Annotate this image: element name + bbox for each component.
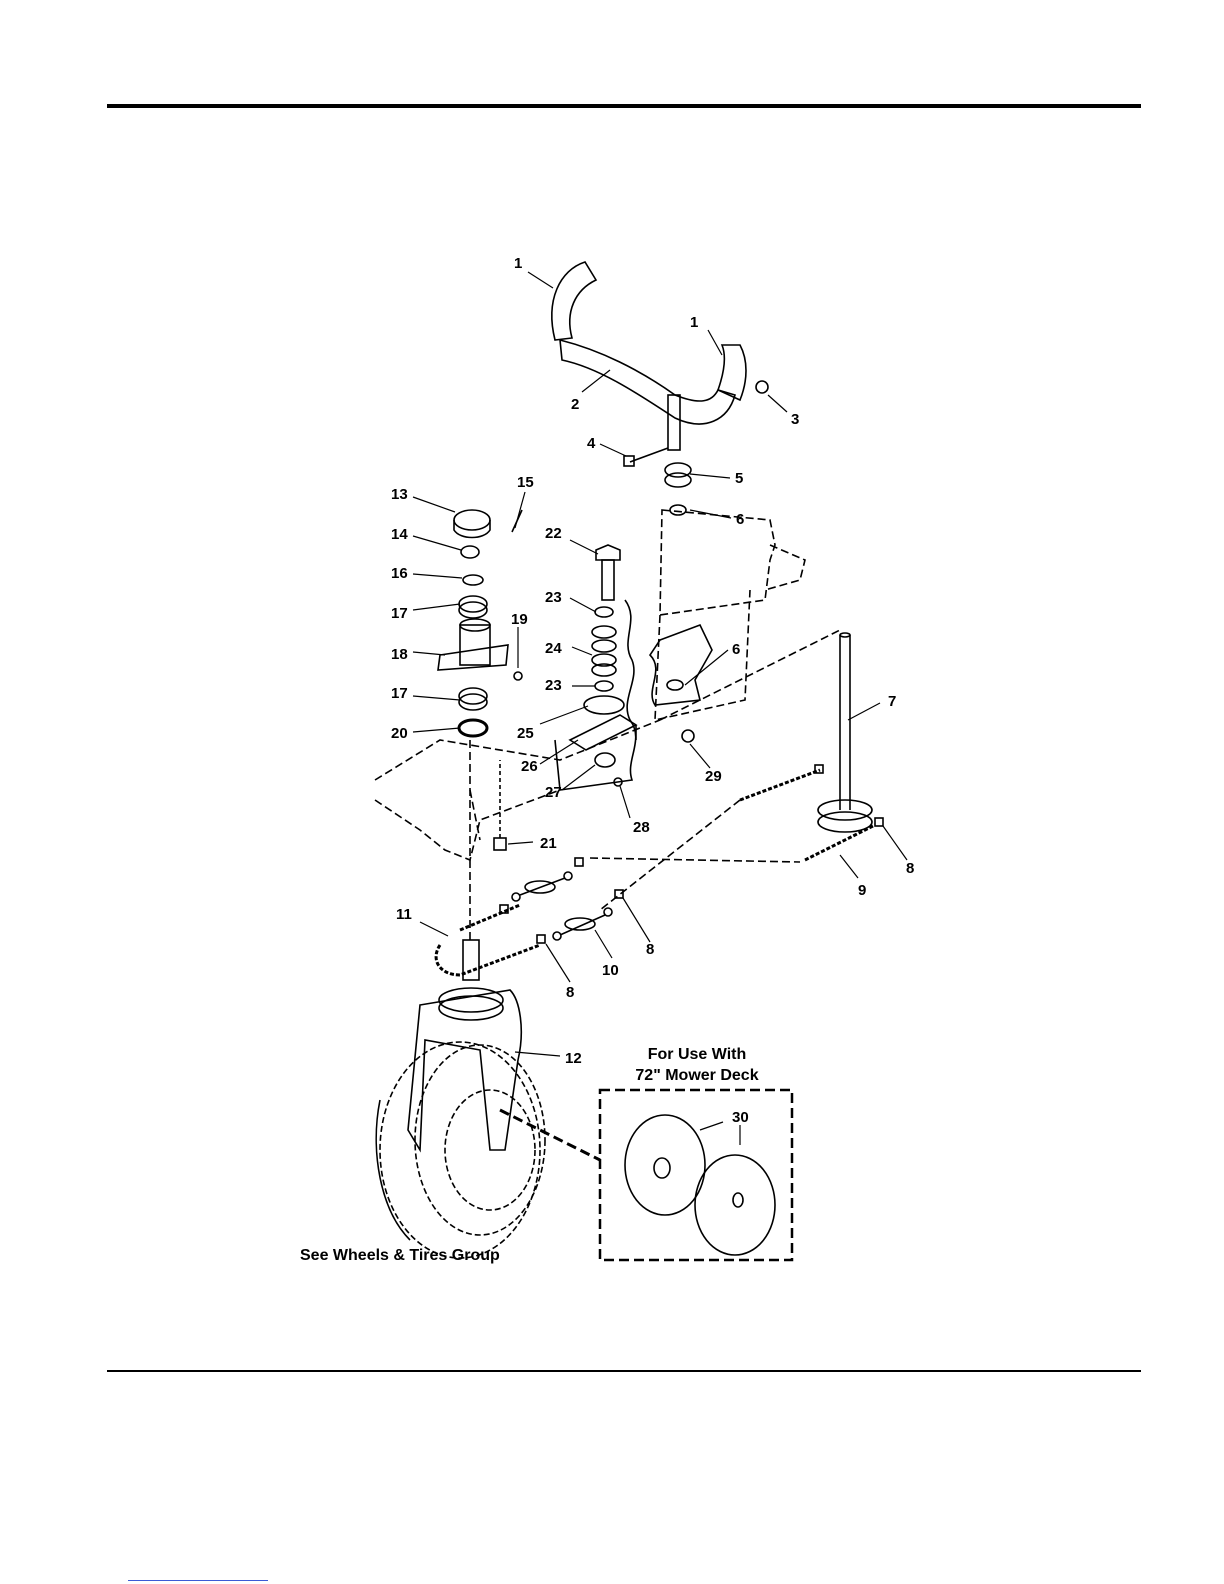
bushing-6 [667,505,686,690]
label-1b: 1 [690,314,698,331]
washer-23b [595,681,613,691]
spring-24 [592,626,616,676]
link-8c [875,818,883,826]
label-14: 14 [391,526,408,543]
nut-3 [756,381,768,393]
label-7: 7 [888,693,896,710]
label-15: 15 [517,474,534,491]
option-note-line2: 72" Mower Deck [635,1067,758,1084]
chain-guide-dashed [590,800,800,910]
caster-fork-12 [408,990,521,1150]
option-box [600,1090,792,1260]
leader-lines [413,272,907,1145]
dust-cap-13 [454,510,490,538]
label-21: 21 [540,835,557,852]
bushing-5 [665,463,691,487]
label-8c: 8 [906,860,914,877]
label-2: 2 [571,396,579,413]
label-3: 3 [791,411,799,428]
nut-14 [461,546,479,558]
caster-wheel [380,1042,545,1258]
grease-fitting-19 [514,672,522,680]
label-10: 10 [602,962,619,979]
label-17a: 17 [391,605,408,622]
chain-9 [740,770,875,860]
bearing-17a [459,596,487,618]
label-23b: 23 [545,677,562,694]
cutaway-outline [555,600,712,790]
link-8a [537,935,545,943]
hub-18 [438,619,508,670]
option-note-line1: For Use With [648,1046,747,1063]
bolt-22 [596,545,620,600]
bolt-4 [624,448,668,466]
label-16: 16 [391,565,408,582]
washer-23a [595,607,613,617]
label-23a: 23 [545,589,562,606]
label-11: 11 [396,906,412,923]
label-5: 5 [735,470,743,487]
label-27: 27 [545,784,562,801]
wheels-reference-note: See Wheels & Tires Group [300,1247,500,1264]
wheel-weight-30b [695,1155,775,1255]
turnbuckle-10b [553,908,612,940]
turnbuckle-10a [512,872,572,901]
label-22: 22 [545,525,562,542]
label-24: 24 [545,640,562,657]
option-leader-line [500,1110,600,1160]
label-25: 25 [517,725,534,742]
seal-20 [459,720,487,736]
label-1a: 1 [514,255,522,272]
frame-arm [375,510,840,860]
nut-27 [595,753,615,767]
washer-16 [463,575,483,585]
label-20: 20 [391,725,408,742]
chain-11 [436,905,540,975]
label-4: 4 [587,435,596,452]
label-17b: 17 [391,685,408,702]
label-28: 28 [633,819,650,836]
wheel-weight-30a [625,1115,705,1215]
bolt-29 [682,730,694,742]
label-18: 18 [391,646,408,663]
label-12: 12 [565,1050,582,1067]
label-19: 19 [511,611,528,628]
label-30: 30 [732,1109,749,1126]
label-26: 26 [521,758,538,775]
handle-bar [552,262,746,450]
label-29: 29 [705,768,722,785]
bracket-26 [570,715,636,750]
bearing-17b [459,688,487,710]
label-6b: 6 [732,641,740,658]
label-8b: 8 [646,941,654,958]
label-8a: 8 [566,984,574,1001]
caster-sprocket [439,940,503,1020]
label-13: 13 [391,486,408,503]
shaft-7 [818,633,872,832]
bolt-21 [494,760,506,850]
label-6a: 6 [736,511,744,528]
label-9: 9 [858,882,866,899]
washer-25 [584,696,624,714]
